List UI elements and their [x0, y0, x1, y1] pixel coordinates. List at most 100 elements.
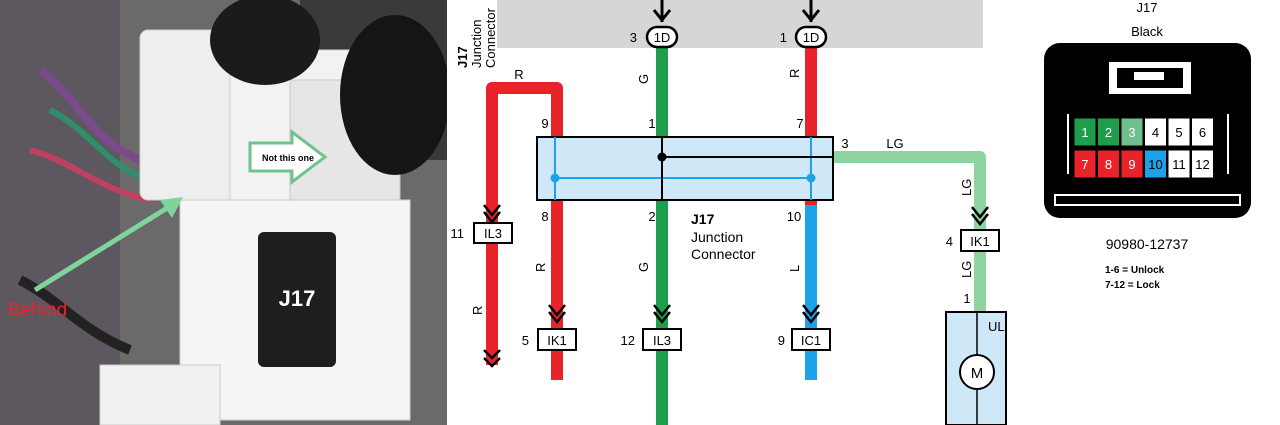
wire-color-label: R: [533, 263, 548, 272]
pin-cell: [1120, 117, 1144, 147]
junction-connector-subtitle: Connector: [691, 246, 756, 262]
pin-number: 11: [1172, 157, 1186, 172]
chevron-icon: [802, 304, 820, 325]
connector-pin: 3: [630, 30, 637, 45]
side-rib: [1227, 114, 1229, 174]
pinout-connector-name: J17: [1137, 0, 1158, 15]
wire-color-label: LG: [959, 179, 974, 196]
junction-pin: 10: [787, 209, 801, 224]
wire-color-label: LG: [886, 136, 903, 151]
connector-ik1-label: IK1: [547, 333, 567, 348]
chevron-icon: [483, 349, 501, 368]
connector-pin: 4: [946, 234, 953, 249]
wire-bundle: [37, 66, 142, 164]
connector-1d-label: 1D: [803, 30, 820, 45]
connector-pin: 11: [451, 226, 465, 241]
top-connector-green: 1D 3 G 1 2 G: [630, 0, 679, 272]
pin-cell: [1191, 149, 1214, 179]
latch-tab: [1134, 72, 1164, 80]
pin-cell: [1191, 117, 1214, 147]
glove-finger: [340, 15, 447, 175]
connector-ic1: [791, 328, 831, 351]
upper-component-band: [497, 0, 983, 48]
top-connector-red: 1D 1 R 7 10 L: [780, 0, 828, 272]
connector-pin: 12: [621, 333, 635, 348]
connector-ik1-label: IK1: [970, 234, 990, 249]
motor-symbol: M: [971, 365, 984, 382]
connector-1d-label: 1D: [654, 30, 671, 45]
wire-color-label: G: [636, 262, 651, 272]
pin-cell: [1167, 149, 1191, 179]
pin-number: 7: [1081, 157, 1088, 172]
connector-pin: 5: [522, 333, 529, 348]
pinout-connector-color: Black: [1131, 24, 1163, 39]
behind-label: Behind: [8, 300, 67, 321]
junction-connector-title: J17: [691, 211, 715, 227]
glove-finger: [210, 0, 320, 85]
behind-arrow-head: [160, 197, 183, 218]
pin-number: 5: [1175, 125, 1182, 140]
connector-ik1: [537, 328, 577, 351]
connector-1d-badge: [794, 25, 828, 49]
down-arrow-icon: [652, 0, 672, 23]
side-rib: [1067, 114, 1069, 174]
behind-arrow-line: [33, 202, 174, 293]
motor-pin: 1: [963, 291, 970, 306]
part-number: 90980-12737: [1106, 236, 1189, 252]
motor-label: UL: [988, 319, 1005, 334]
pin-number: 4: [1152, 125, 1159, 140]
pin-cell: [1097, 117, 1120, 147]
pin-cell: [1144, 117, 1167, 147]
wire-bundle: [29, 147, 151, 203]
junction-pin: 9: [541, 116, 548, 131]
junction-pin: 1: [648, 116, 655, 131]
connector-il3-label: IL3: [653, 333, 671, 348]
not-this-one-arrow: [248, 128, 328, 186]
j17-connector: [258, 232, 336, 367]
splice-dot: [806, 173, 816, 183]
wire-color-label: R: [787, 69, 802, 78]
splice-dot: [657, 152, 667, 162]
junction-connector-subtitle: Junction: [691, 229, 743, 245]
connector-pin: 1: [780, 30, 787, 45]
connector-ic1-label: IC1: [801, 333, 821, 348]
wire-bundle: [17, 275, 132, 355]
pin-number: 3: [1128, 125, 1135, 140]
pin-number: 12: [1195, 157, 1209, 172]
pin-number: 9: [1128, 157, 1135, 172]
splice-dot: [550, 173, 560, 183]
j17-photo-label: J17: [279, 286, 316, 311]
wire-color-label: R: [470, 306, 485, 315]
connector-il3: [473, 222, 513, 244]
wire-color-label: L: [787, 265, 802, 272]
wiring-diagram: J17 Junction Connector 1D 3 G 1 2 G 1D 1…: [451, 0, 1007, 425]
bottom-key: [1054, 194, 1241, 206]
connector-ik1: [960, 229, 1000, 252]
pin-number: 6: [1199, 125, 1206, 140]
connector-il3: [642, 328, 682, 351]
chevron-icon: [971, 206, 989, 227]
chevron-icon: [548, 304, 566, 325]
connector-1d-badge: [645, 25, 679, 49]
junction-box: [536, 136, 834, 201]
pin-cell: [1097, 149, 1120, 179]
not-this-one-label: Not this one: [262, 153, 314, 163]
carpet-area: [0, 0, 120, 425]
legend-lock: 7-12 = Lock: [1105, 280, 1160, 291]
junction-pin: 8: [541, 209, 548, 224]
pin-cell: [1073, 149, 1097, 179]
wire-color-label: R: [514, 67, 523, 82]
chevron-icon: [653, 304, 671, 325]
junction-pin: 3: [841, 136, 848, 151]
junction-connector-subtitle: Junction: [469, 20, 484, 68]
pin-number: 2: [1105, 125, 1112, 140]
connector-pin: 9: [778, 333, 785, 348]
pin-number: 1: [1081, 125, 1088, 140]
legend-unlock: 1-6 = Unlock: [1105, 265, 1165, 276]
pin-cell: [1144, 149, 1167, 179]
junction-pin: 2: [648, 209, 655, 224]
pin-number: 8: [1105, 157, 1112, 172]
pin-number: 10: [1148, 157, 1162, 172]
junction-connector-title: J17: [455, 46, 470, 68]
